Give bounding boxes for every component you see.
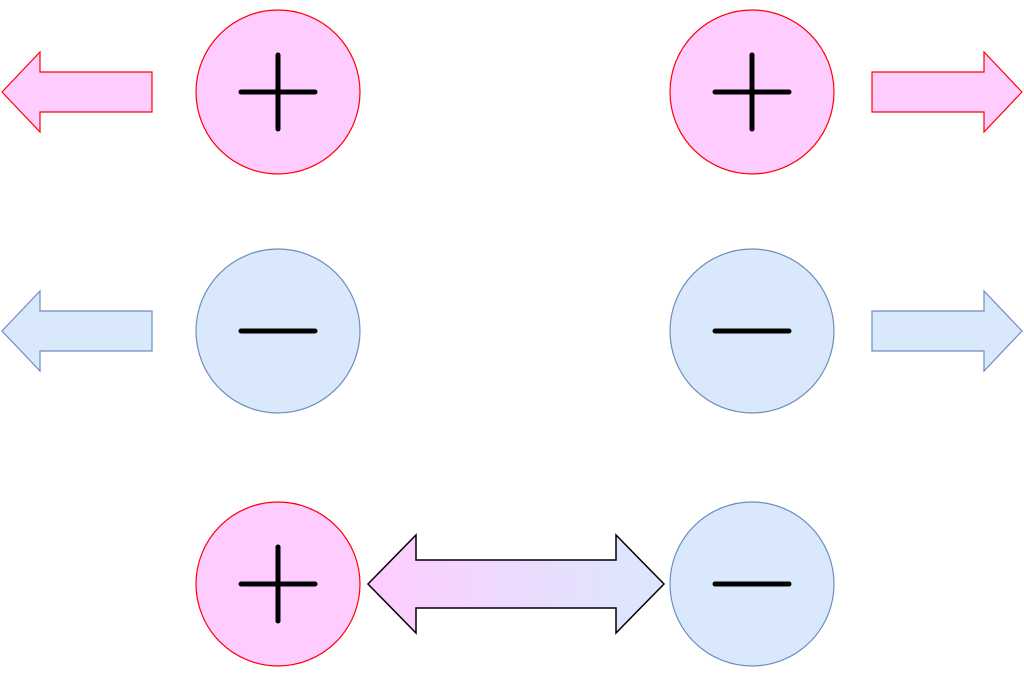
- arrow-left-icon: [1, 50, 153, 134]
- plus-sign-icon: [238, 544, 318, 624]
- charge-bottom-right: [669, 501, 835, 667]
- charge-bottom-left: [195, 501, 361, 667]
- charge-top-right: [669, 9, 835, 175]
- arrow-right-icon: [871, 289, 1023, 373]
- plus-sign-icon: [238, 52, 318, 132]
- plus-sign-icon: [712, 52, 792, 132]
- arrow-right-icon: [871, 50, 1023, 134]
- arrow-left-icon: [1, 289, 153, 373]
- charge-middle-left: [195, 248, 361, 414]
- charge-middle-right: [669, 248, 835, 414]
- double-arrow-icon: [366, 533, 666, 635]
- charge-top-left: [195, 9, 361, 175]
